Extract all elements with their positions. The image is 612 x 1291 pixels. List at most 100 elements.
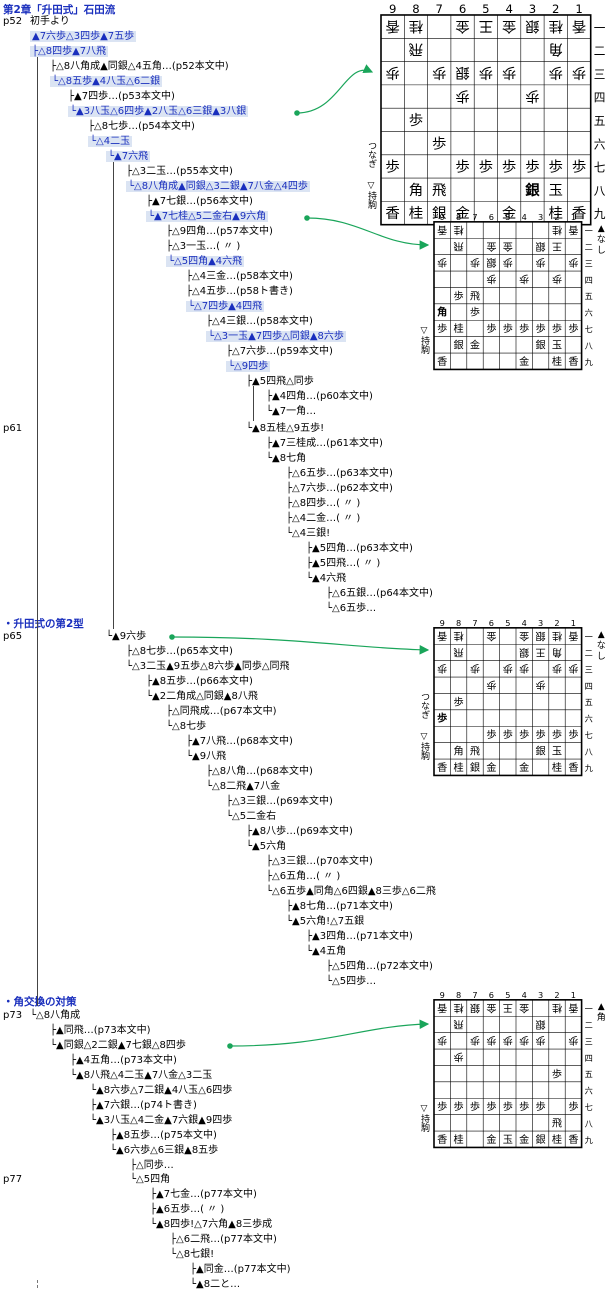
shogi-piece: 歩 (502, 64, 516, 81)
move-line: └▲8二と… (190, 1279, 241, 1290)
move-line: ├△同飛成…(p67本文中) (166, 706, 277, 717)
move-line: └△5二金右 (226, 811, 277, 822)
shogi-piece: 歩 (572, 64, 586, 81)
shogi-piece: 金 (486, 1002, 496, 1015)
shogi-piece: 香 (385, 17, 399, 34)
move-line: ├▲5四飛…( 〃 ) (306, 558, 381, 569)
move-line: └▲8四歩!△7六角▲8三歩成 (150, 1219, 273, 1230)
board-frame (433, 999, 583, 1149)
rank-label: 五 (585, 697, 593, 707)
rank-label: 三 (585, 1037, 593, 1047)
rank-label: 三 (585, 665, 593, 675)
shogi-piece: 香 (568, 762, 578, 774)
file-label: 8 (456, 212, 461, 222)
shogi-piece: 歩 (502, 159, 516, 176)
shogi-piece: 歩 (536, 728, 546, 741)
shogi-piece: 香 (437, 762, 447, 774)
move-line: └△6五歩… (326, 603, 377, 614)
file-label: 2 (552, 2, 559, 16)
tree-branch-line (113, 161, 114, 629)
rank-label: 六 (585, 1086, 593, 1096)
move-line: ├▲5四飛△同歩 (246, 376, 314, 387)
rank-label: 九 (585, 763, 593, 773)
file-label: 6 (459, 2, 466, 16)
shogi-piece: 歩 (552, 273, 562, 286)
shogi-piece: 金 (455, 205, 470, 222)
file-label: 7 (436, 2, 443, 16)
shogi-piece: 飛 (552, 1118, 562, 1130)
shogi-piece: 桂 (552, 1002, 562, 1015)
shogi-piece: 銀 (536, 1018, 546, 1031)
move-line: ├△6五銀…(p64本文中) (326, 588, 433, 599)
move-line: ├▲7八飛…(p68本文中) (186, 736, 293, 747)
shogi-piece: 歩 (432, 135, 446, 152)
move-line: ├△8七歩…(p65本文中) (126, 646, 233, 657)
rank-label: 四 (585, 275, 593, 285)
tree-branch-line (37, 1280, 38, 1288)
move-line: ├▲6五歩…( 〃 ) (150, 1204, 225, 1215)
shogi-piece: 歩 (568, 1034, 578, 1047)
move-line: └▲7一角… (266, 406, 317, 417)
shogi-piece: 桂 (552, 224, 562, 237)
file-label: 4 (522, 212, 527, 222)
shogi-piece: 歩 (536, 256, 546, 269)
rank-label: 六 (594, 137, 606, 151)
move-line: ├△3三銀…(p69本文中) (226, 796, 333, 807)
move-line: └▲3八玉△4二金▲7六銀▲9四歩 (90, 1115, 233, 1126)
shogi-piece: 桂 (454, 224, 464, 237)
file-label: 6 (489, 990, 494, 1000)
shogi-piece: 銀 (536, 745, 546, 758)
move-line: └▲同銀△2二銀▲7七銀△8四歩 (50, 1040, 186, 1051)
rank-label: 六 (585, 308, 593, 318)
file-label: 3 (538, 212, 543, 222)
file-label: 8 (456, 618, 461, 628)
shogi-piece: 香 (385, 205, 399, 222)
shogi-piece: 歩 (552, 322, 562, 335)
shogi-piece: 香 (572, 205, 586, 222)
shogi-piece: 銀 (525, 17, 539, 34)
file-label: 6 (489, 618, 494, 628)
file-label: 8 (456, 990, 461, 1000)
shogi-piece: 香 (568, 224, 578, 236)
shogi-piece: 金 (519, 630, 529, 643)
move-line: ├▲7三桂成…(p61本文中) (266, 438, 383, 449)
move-line: ├△6二飛…(p77本文中) (170, 1234, 277, 1245)
connector-arrow (306, 217, 430, 250)
shogi-piece: 角 (454, 746, 464, 758)
shogi-piece: 歩 (454, 1051, 464, 1064)
rank-label: 二 (585, 1020, 593, 1030)
shogi-piece: 香 (572, 17, 586, 34)
shogi-piece: 歩 (552, 728, 562, 741)
shogi-piece: 歩 (572, 159, 586, 176)
move-line: └△7四歩▲4四飛 (186, 301, 265, 312)
move-line: └▲5六角!△7五銀 (286, 916, 365, 927)
shogi-piece: 金 (519, 761, 529, 774)
shogi-piece: 歩 (549, 159, 563, 176)
connector-arrow (171, 636, 430, 655)
shogi-piece: 角 (549, 41, 563, 58)
rank-label: 四 (585, 681, 593, 691)
file-label: 1 (571, 618, 576, 628)
file-label: 3 (529, 2, 536, 16)
file-label: 7 (472, 618, 477, 628)
shogi-piece: 歩 (455, 87, 469, 104)
shogi-piece: 歩 (503, 256, 513, 269)
rank-label: 七 (585, 1102, 593, 1112)
shogi-piece: 金 (455, 17, 470, 34)
shogi-piece: 銀 (454, 339, 464, 352)
shogi-piece: 歩 (486, 273, 496, 286)
shogi-piece: 王 (552, 240, 562, 251)
shogi-piece: 歩 (519, 1100, 529, 1113)
shogi-piece: 歩 (536, 679, 546, 692)
move-line: └▲5六角 (246, 841, 287, 852)
file-label: 7 (472, 990, 477, 1000)
shogi-piece: 金 (486, 1133, 496, 1146)
shogi-piece: 歩 (486, 728, 496, 741)
shogi-piece: 香 (437, 356, 447, 368)
shogi-piece: 銀 (536, 1133, 546, 1146)
file-label: 2 (554, 990, 559, 1000)
file-label: 1 (571, 990, 576, 1000)
board-frame (433, 627, 583, 777)
